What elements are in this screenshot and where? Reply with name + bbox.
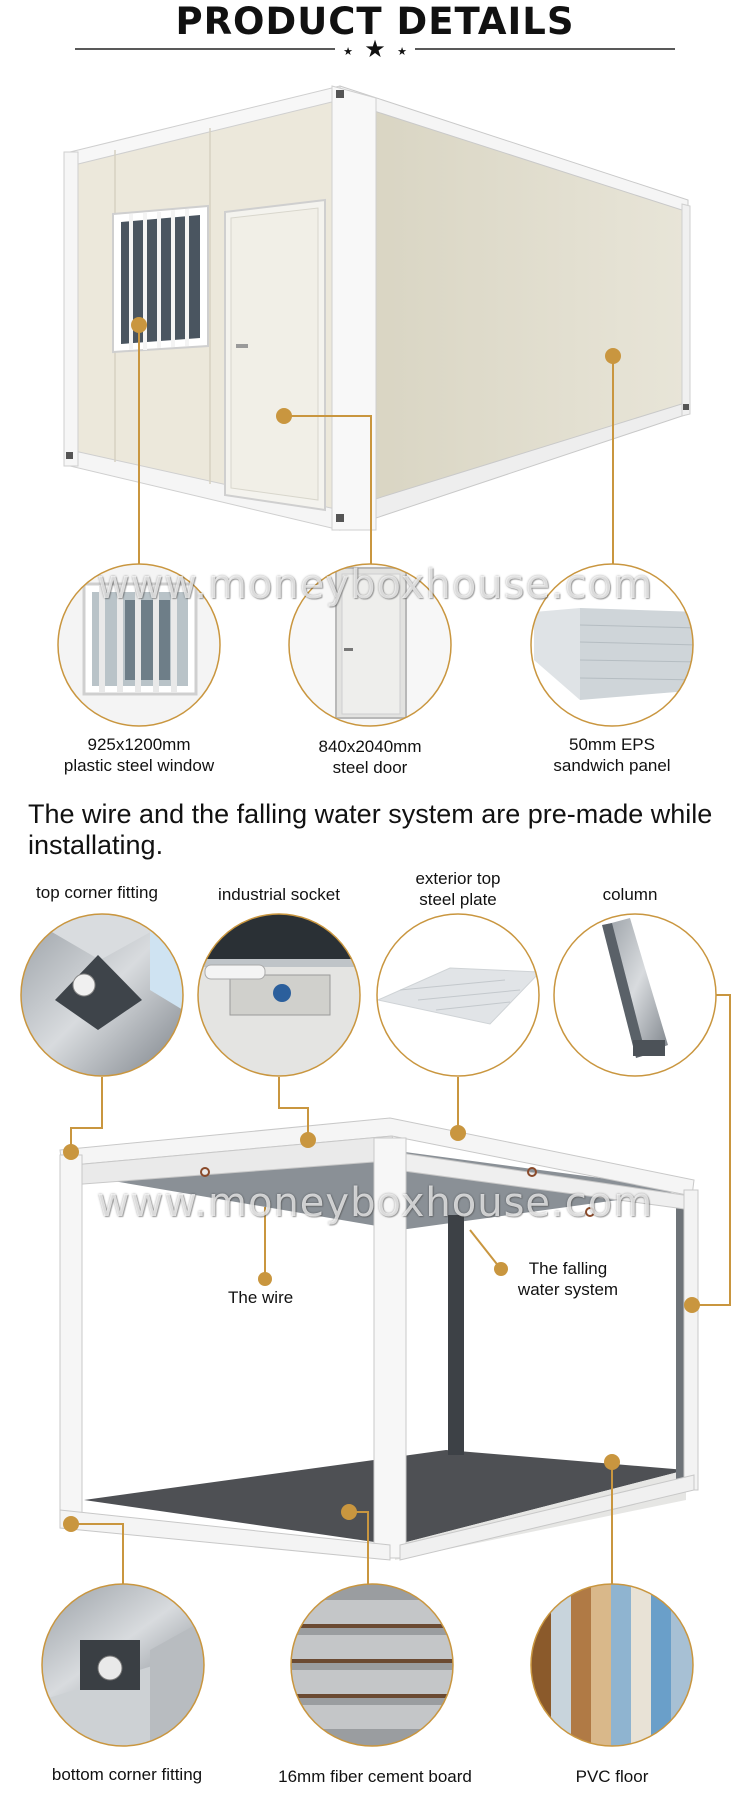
panel-size: 50mm EPS	[569, 735, 655, 754]
industrial-socket-label: industrial socket	[218, 885, 340, 904]
panel-label: 50mm EPS sandwich panel	[512, 734, 712, 776]
pvc-floor-label: PVC floor	[575, 1767, 649, 1786]
window-size: 925x1200mm	[87, 735, 191, 754]
headline-text: The wire and the falling water system ar…	[28, 799, 713, 860]
large-star-icon: ★	[364, 36, 386, 63]
pvc-floor-photo	[530, 1583, 694, 1747]
top-corner-fitting-photo	[20, 913, 184, 1077]
door-label: 840x2040mm steel door	[270, 736, 470, 778]
bottom-corner-fitting-label: bottom corner fitting	[51, 1765, 203, 1784]
title-divider: ★ ★ ★	[75, 36, 675, 63]
exterior-top-steel-plate-photo	[376, 913, 540, 1077]
wire-label: The wire	[228, 1288, 294, 1307]
column-label: column	[602, 885, 658, 904]
section1-leader-lines	[138, 325, 614, 565]
falling-water-system-label: The falling water system	[517, 1259, 619, 1299]
panel-type: sandwich panel	[553, 756, 671, 775]
industrial-socket-photo	[197, 913, 361, 1077]
panel-photo	[530, 563, 694, 727]
door-type: steel door	[332, 758, 408, 777]
container-house-photo	[63, 85, 691, 531]
door-size: 840x2040mm	[318, 737, 422, 756]
window-type: plastic steel window	[63, 756, 215, 775]
small-star-icon: ★	[397, 46, 407, 58]
watermark-middle: www.moneyboxhouse.com	[96, 1180, 654, 1226]
column-photo	[553, 913, 717, 1077]
bottom-corner-fitting-photo	[41, 1583, 205, 1747]
page-title: PRODUCT DETAILS	[175, 0, 575, 43]
fiber-cement-board-label: 16mm fiber cement board	[278, 1767, 472, 1786]
watermark-top: www.moneyboxhouse.com	[96, 562, 654, 608]
fiber-cement-board-photo	[290, 1583, 454, 1747]
section2-bottom-dots	[63, 1454, 620, 1532]
exterior-top-steel-plate-label: exterior top steel plate	[415, 869, 501, 909]
section2-top-dots	[63, 1125, 700, 1313]
door-photo	[288, 563, 452, 727]
window-label: 925x1200mm plastic steel window	[39, 734, 239, 776]
section1-dots	[131, 317, 621, 424]
section2-top-leader-lines	[70, 994, 731, 1306]
top-corner-fitting-label: top corner fitting	[36, 883, 158, 902]
small-star-icon: ★	[343, 46, 353, 58]
window-photo	[57, 563, 221, 727]
steel-frame-photo	[59, 1117, 699, 1561]
